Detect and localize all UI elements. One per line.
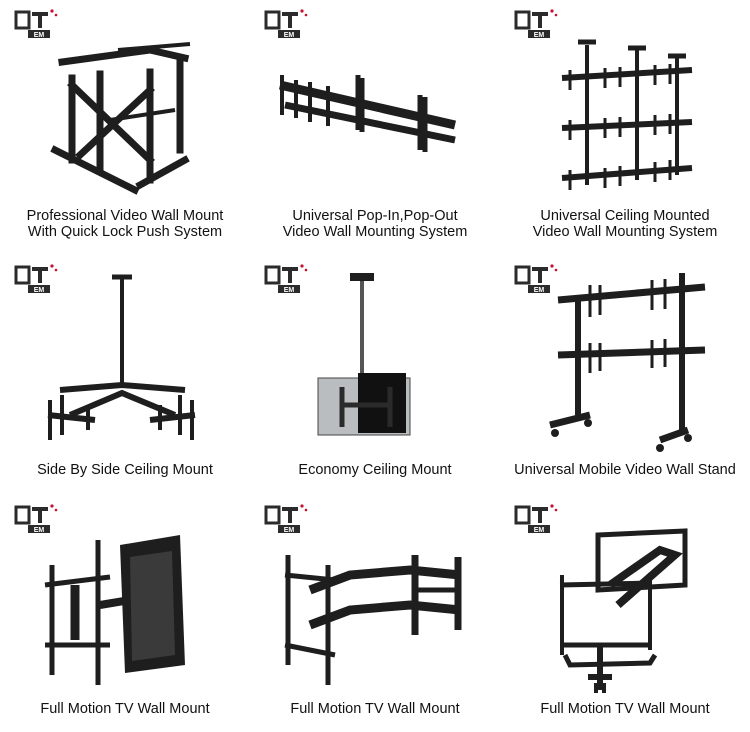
caption-line: Full Motion TV Wall Mount <box>290 701 460 717</box>
product-card-ceiling-mounted-vw[interactable]: EM Universal Ceiling Mounted Video Wall … <box>500 0 750 245</box>
caption-line: Universal Ceiling Mounted <box>540 208 710 224</box>
brand-logo-icon: EM <box>264 9 308 39</box>
caption-line: Full Motion TV Wall Mount <box>540 701 710 717</box>
svg-text:EM: EM <box>284 32 295 39</box>
brand-logo-icon: EM <box>264 504 308 534</box>
svg-text:EM: EM <box>534 527 545 534</box>
product-caption: Professional Video Wall Mount With Quick… <box>0 208 250 240</box>
product-card-full-motion-2[interactable]: EM Full Motion TV Wall Mount <box>250 495 500 732</box>
side-by-side-ceiling-mount-image <box>47 274 196 440</box>
economy-ceiling-mount-image <box>317 273 411 436</box>
video-wall-mount-image <box>50 42 191 195</box>
product-caption: Universal Pop-In,Pop-Out Video Wall Moun… <box>250 208 500 240</box>
caption-line: Video Wall Mounting System <box>532 224 718 240</box>
caption-line: Universal Pop-In,Pop-Out <box>292 208 458 224</box>
caption-line: Universal Mobile Video Wall Stand <box>514 462 736 478</box>
product-caption: Economy Ceiling Mount <box>250 462 500 478</box>
caption-line: With Quick Lock Push System <box>27 224 223 240</box>
svg-text:EM: EM <box>284 527 295 534</box>
caption-line: Professional Video Wall Mount <box>26 208 224 224</box>
brand-logo-icon: EM <box>264 264 308 294</box>
product-card-full-motion-3[interactable]: EM Full Motion TV Wall Mount <box>500 495 750 732</box>
brand-logo-icon: EM <box>514 264 558 294</box>
caption-line: Economy Ceiling Mount <box>298 462 452 478</box>
svg-text:EM: EM <box>534 32 545 39</box>
brand-logo-icon: EM <box>14 9 58 39</box>
brand-logo-icon: EM <box>514 504 558 534</box>
svg-text:EM: EM <box>284 287 295 294</box>
svg-text:EM: EM <box>534 287 545 294</box>
product-card-popin-popout[interactable]: EM Universal Pop-In,Pop-Out Video Wall M… <box>250 0 500 245</box>
caption-line: Video Wall Mounting System <box>282 224 468 240</box>
brand-logo-icon: EM <box>14 504 58 534</box>
brand-logo-icon: EM <box>514 9 558 39</box>
caption-line: Full Motion TV Wall Mount <box>40 701 210 717</box>
product-card-mobile-vw-stand[interactable]: EM Universal Mobile Video Wall Stand <box>500 255 750 485</box>
mobile-video-wall-stand-image <box>549 273 706 452</box>
product-card-pro-video-wall[interactable]: EM Professional Video Wall Mount With Qu… <box>0 0 250 245</box>
svg-text:EM: EM <box>34 287 45 294</box>
ceiling-video-wall-mount-image <box>561 39 693 190</box>
product-card-full-motion-1[interactable]: EM Full Motion TV Wall Mount <box>0 495 250 732</box>
product-card-economy-ceiling[interactable]: EM Economy Ceiling Mount <box>250 255 500 485</box>
product-caption: Universal Ceiling Mounted Video Wall Mou… <box>500 208 750 240</box>
product-caption: Full Motion TV Wall Mount <box>0 701 250 717</box>
brand-logo-icon: EM <box>14 264 58 294</box>
svg-text:EM: EM <box>34 32 45 39</box>
popin-popout-mount-image <box>278 75 457 152</box>
svg-text:EM: EM <box>34 527 45 534</box>
product-card-side-by-side[interactable]: EM Side By Side Ceiling Mount <box>0 255 250 485</box>
product-caption: Universal Mobile Video Wall Stand <box>500 462 750 478</box>
caption-line: Side By Side Ceiling Mount <box>37 462 213 478</box>
full-motion-wall-mount-image-3 <box>559 528 688 693</box>
product-caption: Side By Side Ceiling Mount <box>0 462 250 478</box>
full-motion-wall-mount-image-1 <box>44 535 185 685</box>
product-caption: Full Motion TV Wall Mount <box>250 701 500 717</box>
product-caption: Full Motion TV Wall Mount <box>500 701 750 717</box>
full-motion-wall-mount-image-2 <box>284 555 462 685</box>
